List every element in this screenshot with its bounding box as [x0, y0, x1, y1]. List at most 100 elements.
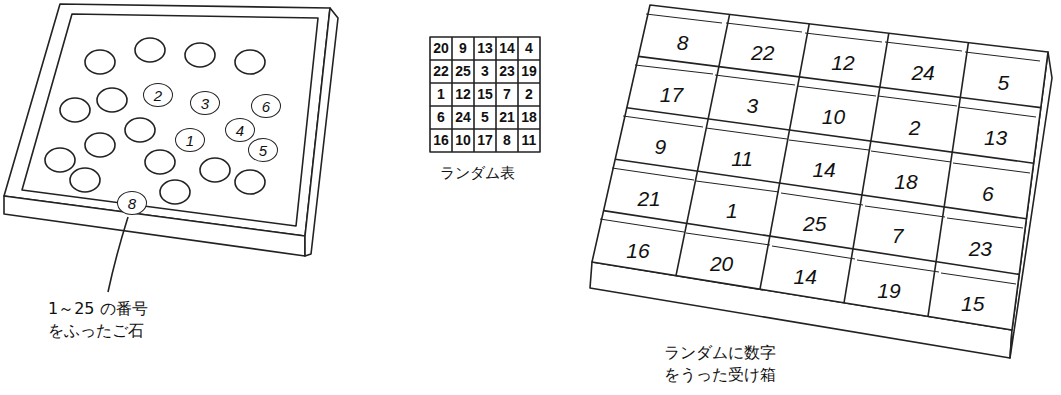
- compartment-number: 5: [997, 71, 1009, 95]
- box-compartment: 14: [789, 263, 822, 291]
- leader-line: [108, 217, 128, 292]
- compartment-number: 19: [877, 279, 900, 303]
- box-compartment: 17: [655, 81, 688, 109]
- compartment-number: 17: [660, 83, 683, 107]
- table-cell: 12: [452, 83, 474, 106]
- box-compartment: 3: [742, 92, 764, 120]
- box-compartment: 8: [672, 29, 694, 57]
- box-compartment: 19: [872, 277, 905, 305]
- table-cell: 16: [430, 129, 452, 152]
- numbered-stone: 6: [251, 94, 281, 118]
- box-compartment: 12: [826, 49, 859, 77]
- box-compartment: 5: [992, 69, 1014, 97]
- compartment-number: 22: [751, 41, 774, 65]
- table-cell: 20: [430, 37, 452, 60]
- numbered-stone: 1: [175, 128, 205, 152]
- stone-number: 4: [236, 122, 244, 139]
- table-cell: 8: [496, 129, 518, 152]
- compartment-number: 18: [894, 170, 917, 194]
- stone-number: 5: [259, 142, 267, 159]
- box-compartment: 15: [956, 290, 989, 318]
- table-cell: 21: [496, 106, 518, 129]
- tray-front: [4, 196, 305, 256]
- stone-number: 3: [201, 95, 209, 112]
- table-cell: 18: [518, 106, 540, 129]
- stone-caption: 1～25 の番号 をふったご石: [48, 298, 178, 342]
- stone-number: 6: [262, 98, 270, 115]
- compartment-number: 8: [677, 31, 689, 55]
- box-compartment: 9: [649, 133, 671, 161]
- tray-inner: [22, 14, 318, 226]
- box-compartment: 23: [964, 235, 997, 263]
- compartment-number: 1: [726, 199, 738, 223]
- compartment-number: 15: [961, 292, 984, 316]
- compartment-number: 3: [747, 94, 759, 118]
- table-cell: 24: [452, 106, 474, 129]
- stone-number: 8: [128, 195, 136, 212]
- table-cell: 14: [496, 37, 518, 60]
- box-compartment: 13: [979, 124, 1012, 152]
- receiving-box: [590, 5, 1052, 358]
- tray-side: [305, 8, 338, 256]
- compartment-inner-edges: [600, 14, 1040, 284]
- box-compartment: 11: [726, 145, 758, 173]
- box-compartment: 24: [906, 59, 939, 87]
- box-compartment: 1: [721, 197, 743, 225]
- compartment-number: 7: [892, 224, 904, 248]
- table-cell: 7: [496, 83, 518, 106]
- table-cell: 22: [430, 60, 452, 83]
- compartment-number: 14: [812, 158, 835, 182]
- compartment-number: 13: [984, 126, 1007, 150]
- table-cell: 19: [518, 60, 540, 83]
- table-cell: 25: [452, 60, 474, 83]
- numbered-stone: 2: [143, 83, 173, 107]
- compartment-number: 10: [822, 105, 845, 129]
- random-table-grid: [430, 37, 540, 152]
- table-cell: 3: [474, 60, 496, 83]
- table-caption: ランダム表: [440, 164, 515, 183]
- table-cell: 13: [474, 37, 496, 60]
- table-cell: 2: [518, 83, 540, 106]
- box-compartment: 7: [887, 222, 909, 250]
- box-compartment: 14: [807, 156, 840, 184]
- stone-number: 2: [154, 87, 162, 104]
- go-stones: [45, 38, 265, 204]
- compartment-number: 24: [911, 61, 934, 85]
- compartment-number: 21: [637, 187, 660, 211]
- compartment-number: 14: [794, 265, 817, 289]
- compartment-number: 12: [831, 51, 854, 75]
- table-cell: 17: [474, 129, 496, 152]
- box-compartment: 20: [705, 250, 738, 278]
- table-cell: 15: [474, 83, 496, 106]
- box-caption: ランダムに数字 をうった受け箱: [664, 342, 804, 386]
- box-compartment: 21: [632, 185, 665, 213]
- compartment-number: 23: [969, 237, 992, 261]
- box-compartment: 25: [798, 210, 831, 238]
- compartment-number: 25: [803, 212, 826, 236]
- compartment-number: 2: [909, 116, 921, 140]
- tray-rim: [4, 4, 330, 236]
- stone-number: 1: [186, 132, 194, 149]
- box-compartment: 2: [904, 114, 926, 142]
- box-compartment: 18: [889, 168, 922, 196]
- compartment-number: 16: [626, 239, 649, 263]
- compartment-number: 11: [731, 147, 753, 171]
- table-cell: 6: [430, 106, 452, 129]
- box-compartment: 22: [746, 39, 779, 67]
- table-cell: 5: [474, 106, 496, 129]
- box-compartment: 16: [621, 237, 654, 265]
- numbered-stone: 3: [190, 91, 220, 115]
- numbered-stone: 5: [248, 138, 278, 162]
- table-cell: 9: [452, 37, 474, 60]
- numbered-stone: 8: [117, 191, 147, 215]
- box-compartment: 6: [977, 180, 999, 208]
- table-cell: 23: [496, 60, 518, 83]
- numbered-stone: 4: [225, 118, 255, 142]
- compartment-number: 6: [982, 182, 994, 206]
- table-cell: 11: [518, 129, 540, 152]
- compartment-number: 9: [654, 135, 666, 159]
- table-cell: 4: [518, 37, 540, 60]
- compartment-number: 20: [710, 252, 733, 276]
- table-cell: 10: [452, 129, 474, 152]
